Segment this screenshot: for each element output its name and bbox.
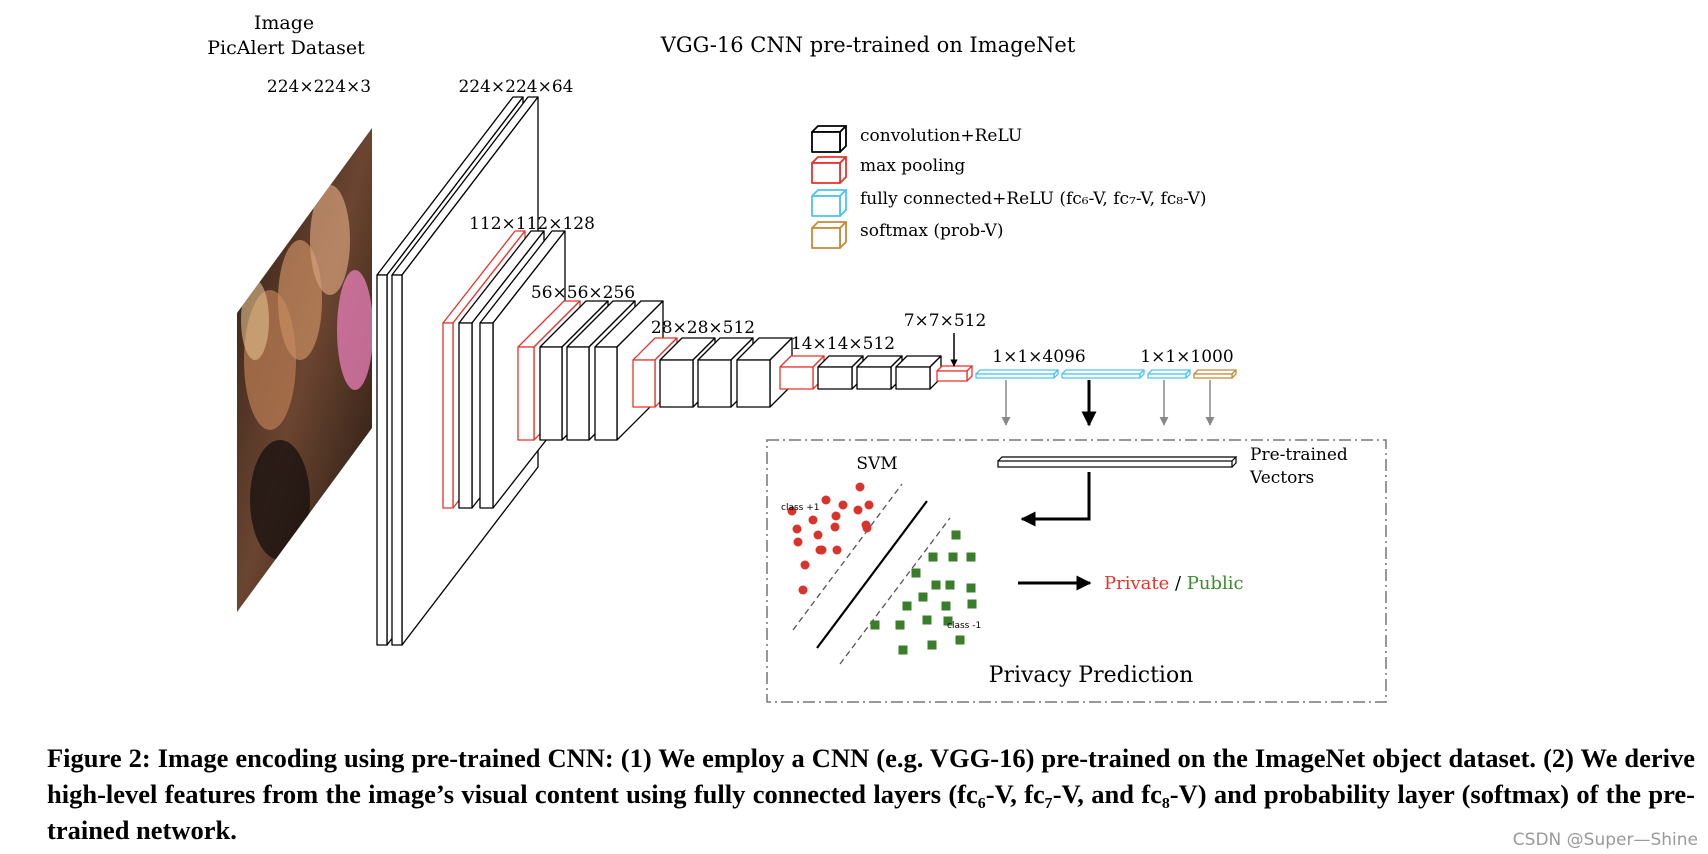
class-pos-point [793, 537, 803, 547]
conv2-dim-label: 112×112×128 [469, 214, 595, 234]
legend-label-fc: fully connected+ReLU (fc₆-V, fc₇-V, fc₈-… [860, 189, 1207, 209]
class-neg-point [948, 552, 958, 562]
conv1-dim-label: 224×224×64 [458, 77, 573, 97]
fc7-block [1061, 369, 1145, 379]
class-neg-point [927, 640, 937, 650]
class-pos-point [830, 522, 840, 532]
figure-caption: Figure 2: Image encoding using pre-train… [47, 743, 1695, 845]
softmax-dim-label: 1×1×1000 [1140, 347, 1233, 367]
class-pos-point [808, 515, 818, 525]
class-neg-point [951, 530, 961, 540]
fc-dim-label: 1×1×4096 [992, 347, 1085, 367]
image-label: Image [254, 12, 314, 34]
cnn-architecture-diagram: Image PicAlert Dataset VGG-16 CNN pre-tr… [207, 12, 1387, 703]
prediction-output: Private / Public [1104, 573, 1244, 594]
legend: convolution+ReLU max pooling fully conne… [811, 125, 1207, 249]
privacy-prediction-panel: Pre-trained Vectors SVM class +1 class -… [766, 439, 1387, 703]
class-pos-point [853, 505, 863, 515]
conv3-dim-label: 56×56×256 [531, 283, 635, 303]
class-neg-point [928, 552, 938, 562]
class-pos-point [817, 545, 827, 555]
private-label: Private [1104, 573, 1169, 594]
privacy-prediction-title: Privacy Prediction [989, 663, 1194, 688]
vectors-label-line1: Pre-trained [1250, 445, 1348, 465]
input-photo [237, 128, 372, 612]
class-pos-point [831, 511, 841, 521]
class-pos-point [832, 545, 842, 555]
network-title: VGG-16 CNN pre-trained on ImageNet [660, 33, 1076, 57]
class-neg-point [941, 601, 951, 611]
fc6-block [975, 369, 1059, 379]
watermark: CSDN @Super—Shine [1512, 830, 1698, 850]
svm-hyperplane [816, 500, 928, 649]
class-positive-points [787, 482, 874, 595]
conv5-dim-label: 14×14×512 [791, 334, 895, 354]
conv5-block-a [817, 355, 864, 390]
cnn-layer-blocks [376, 96, 1237, 646]
class-neg-point [918, 592, 928, 602]
pool5-dim-label: 7×7×512 [904, 311, 987, 331]
vectors-label-line2: Vectors [1249, 468, 1314, 488]
class-neg-point [898, 645, 908, 655]
legend-label-pool: max pooling [860, 156, 965, 176]
class-neg-point [966, 552, 976, 562]
class-pos-point [864, 500, 874, 510]
pool5-block [936, 365, 973, 382]
pretrained-vector-bar [997, 456, 1238, 468]
class-pos-point [800, 560, 810, 570]
conv5-block-c [895, 355, 942, 390]
output-separator: / [1169, 573, 1187, 594]
class-pos-point [862, 523, 872, 533]
class-neg-point [931, 580, 941, 590]
class-neg-point [967, 599, 977, 609]
class-pos-point [838, 500, 848, 510]
class-neg-point [922, 615, 932, 625]
class-pos-point [821, 495, 831, 505]
class-neg-point [943, 616, 953, 626]
legend-box-softmax [811, 221, 847, 249]
class-neg-point [911, 568, 921, 578]
legend-box-conv [811, 125, 847, 153]
svm-margin-upper [792, 483, 903, 631]
vector-to-svm-arrow [1020, 472, 1091, 527]
class-negative-points [870, 530, 977, 655]
class-neg-label: class -1 [947, 621, 981, 631]
softmax-block [1193, 369, 1237, 379]
legend-label-conv: convolution+ReLU [860, 126, 1022, 146]
class-pos-point [798, 585, 808, 595]
public-label: Public [1187, 573, 1244, 594]
svm-margin-lower [839, 517, 951, 665]
conv4-dim-label: 28×28×512 [651, 318, 755, 338]
fc8-block [1147, 369, 1191, 379]
legend-box-fc [811, 189, 847, 217]
class-pos-label: class +1 [781, 503, 819, 513]
class-neg-point [870, 620, 880, 630]
class-neg-point [966, 583, 976, 593]
class-neg-point [955, 635, 965, 645]
class-pos-point [813, 530, 823, 540]
class-neg-point [945, 580, 955, 590]
svm-label: SVM [856, 454, 897, 474]
class-pos-point [792, 524, 802, 534]
class-pos-point [855, 482, 865, 492]
class-pos-point [787, 506, 797, 516]
conv5-block-b [856, 355, 903, 390]
class-neg-point [902, 601, 912, 611]
legend-box-pool [811, 156, 847, 184]
input-dim-label: 224×224×3 [267, 77, 371, 97]
class-neg-point [895, 620, 905, 630]
legend-label-softmax: softmax (prob-V) [860, 221, 1004, 241]
dataset-label: PicAlert Dataset [207, 37, 365, 59]
